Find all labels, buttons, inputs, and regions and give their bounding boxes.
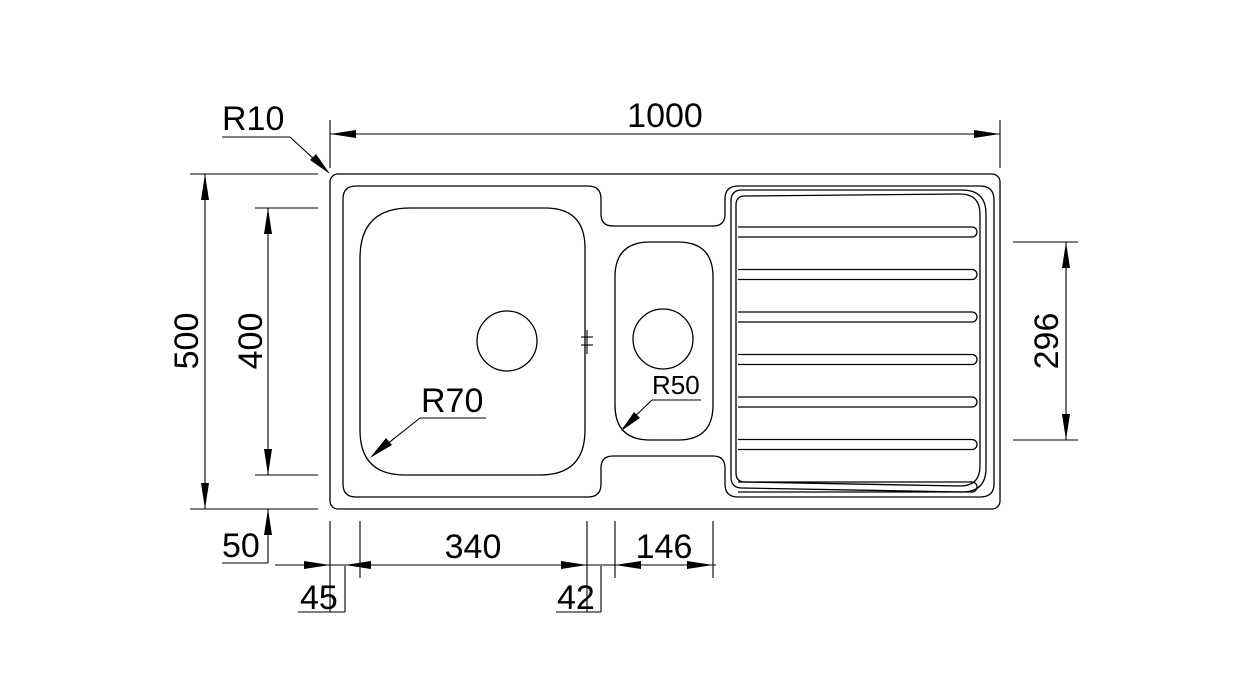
label-bowl-gap: 42 [557,579,595,617]
small-bowl [614,241,714,441]
label-left-margin: 45 [300,579,338,617]
dim-bowl-gap: 42 [556,561,641,617]
dim-small-bowl-length: 146 [636,528,713,569]
label-main-bowl-radius: R70 [421,382,483,420]
drainer-groove [738,226,978,238]
dim-main-bowl-width: 400 [232,207,318,476]
dim-left-margin: 45 [298,561,371,617]
main-bowl-drain [476,310,538,372]
center-mark [581,330,593,354]
dim-small-bowl-radius: R50 [621,370,701,431]
drainer-groove [738,268,978,281]
dim-overall-length: 1000 [329,97,1001,168]
label-overall-width: 500 [168,313,206,370]
dim-overall-width: 500 [168,173,318,510]
label-bottom-margin: 50 [222,527,260,565]
sink-inner-rim [342,185,995,498]
label-small-bowl-radius: R50 [652,370,700,400]
drainer-groove [738,438,978,451]
drainer-groove [738,311,978,323]
label-main-bowl-width: 400 [232,313,270,370]
label-overall-length: 1000 [627,97,703,135]
dim-bottom-margin: 50 [222,509,272,565]
label-small-bowl-length: 146 [636,528,693,566]
drainer-groove [738,481,978,493]
main-bowl [359,207,586,476]
sink-outline [329,173,1001,510]
label-corner-radius: R10 [222,100,284,138]
dim-main-bowl-radius: R70 [370,382,486,458]
drainer-grooves [738,226,978,493]
drainer-groove [738,396,978,408]
drainer-groove [738,353,978,366]
dim-main-bowl-length: 340 [445,528,587,569]
dim-drainer-height: 296 [1013,241,1078,441]
small-bowl-drain [632,308,694,370]
drainer-board [730,189,987,493]
dim-corner-radius: R10 [222,100,330,174]
label-drainer-height: 296 [1028,313,1066,370]
label-main-bowl-length: 340 [445,528,502,566]
